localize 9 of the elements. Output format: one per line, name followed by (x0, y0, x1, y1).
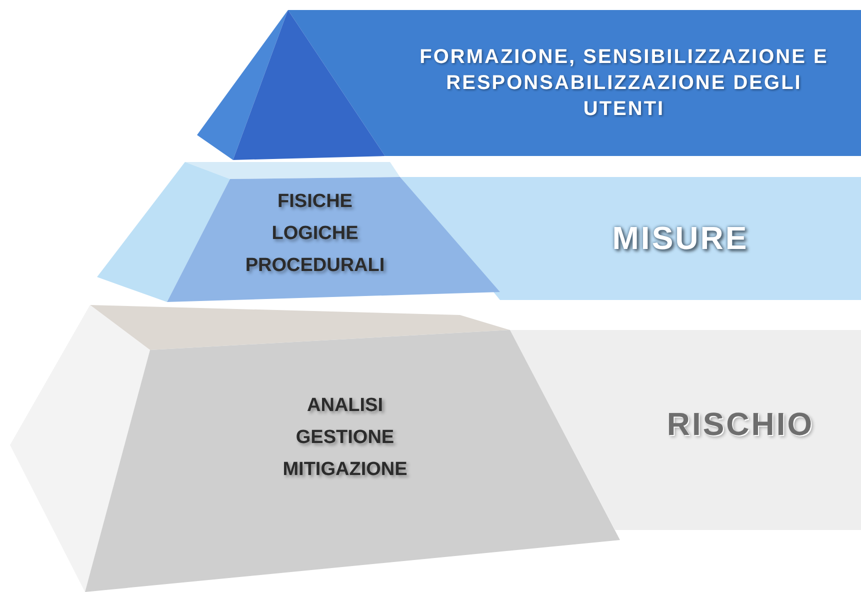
banner-text: MISURE (612, 218, 749, 258)
banner-text: FORMAZIONE, SENSIBILIZZAZIONE E RESPONSABILIZZAZIONE DEGLI UTENTI (418, 45, 830, 122)
banner-text: RISCHIO (666, 405, 814, 444)
tier-label: PROCEDURALI (245, 254, 385, 278)
tier-label: GESTIONE (296, 426, 394, 450)
tier-label: MITIGAZIONE (282, 458, 408, 482)
tier-label: ANALISI (307, 394, 383, 418)
tier-label: FISICHE (278, 190, 352, 214)
tier-label: LOGICHE (272, 222, 358, 246)
